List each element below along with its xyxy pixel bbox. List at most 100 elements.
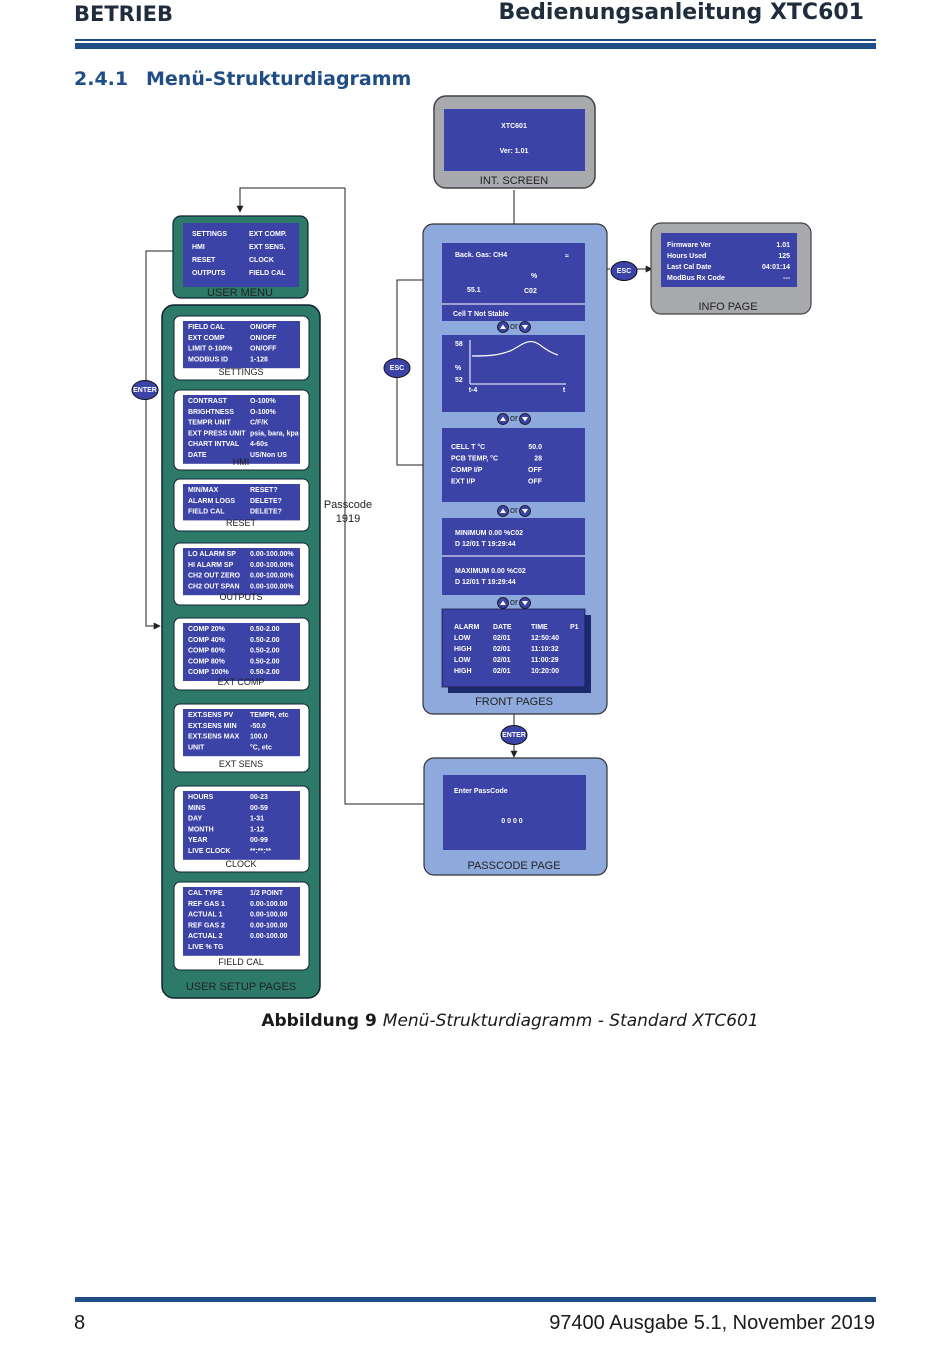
front-main-lcd xyxy=(442,243,585,321)
int-screen-label: INT. SCREEN xyxy=(480,175,549,187)
esc-button-front-label: ESC xyxy=(390,365,404,372)
alarm-cell: 11:00:29 xyxy=(531,657,559,664)
minmax-max-line1: MAXIMUM 0.00 %C02 xyxy=(455,568,526,575)
setup-page-label: SETTINGS xyxy=(218,367,263,377)
info-page-label: INFO PAGE xyxy=(698,301,757,313)
setup-row-label: UNIT xyxy=(188,744,205,751)
setup-row-value: 1-12 xyxy=(250,826,264,833)
setup-row-label: YEAR xyxy=(188,837,207,844)
header-rule-thin xyxy=(75,39,876,41)
info-row-value: --- xyxy=(783,275,791,282)
setup-row-label: COMP 100% xyxy=(188,669,229,676)
user-menu-lcd xyxy=(183,223,299,287)
setup-row-label: LIMIT 0-100% xyxy=(188,346,233,353)
alarm-cell: LOW xyxy=(454,635,471,642)
nav-1-down-icon xyxy=(522,325,528,330)
front-alarm-lcd xyxy=(441,608,586,688)
info-row-label: Firmware Ver xyxy=(667,242,711,249)
setup-row-value: 0.00-100.00% xyxy=(250,562,294,569)
passcode-note-line2: 1919 xyxy=(336,513,360,525)
setup-row-label: MINS xyxy=(188,805,206,812)
setup-page-label: RESET xyxy=(226,518,257,528)
setup-page-lcd-7 xyxy=(183,791,300,860)
chart-y-bottom: 52 xyxy=(455,377,463,384)
setup-row-label: LO ALARM SP xyxy=(188,551,236,558)
enter-button-left xyxy=(131,380,159,400)
setup-row-value: 0.50-2.00 xyxy=(250,669,280,676)
setup-row-label: DAY xyxy=(188,816,202,823)
header-section-label: BETRIEB xyxy=(74,2,174,26)
nav-3-or: or xyxy=(510,505,518,515)
enter-button-left-label: ENTER xyxy=(133,387,157,394)
setup-row-value: 00-23 xyxy=(250,794,268,801)
setup-page-lcd-2 xyxy=(183,395,300,464)
setup-page-label: OUTPUTS xyxy=(219,592,262,602)
int-screen-title: XTC601 xyxy=(501,123,527,130)
user-menu-item-2: EXT COMP. xyxy=(249,231,287,238)
front-diag-lcd xyxy=(442,428,585,502)
setup-row-label: EXT COMP xyxy=(188,335,225,342)
nav-2-or: or xyxy=(510,413,518,423)
setup-row-value: 100.0 xyxy=(250,734,268,741)
edition-info: 97400 Ausgabe 5.1, November 2019 xyxy=(549,1312,875,1334)
setup-page-label: HMI xyxy=(233,457,250,467)
setup-row-value: ON/OFF xyxy=(250,346,277,353)
setup-row-label: CH2 OUT SPAN xyxy=(188,583,240,590)
setup-row-label: EXT.SENS PV xyxy=(188,712,233,719)
setup-row-value: 0.00-100.00 xyxy=(250,933,287,940)
alarm-cell: 02/01 xyxy=(493,657,511,664)
diag-row-label: CELL T °C xyxy=(451,443,485,451)
alarm-header: P1 xyxy=(570,624,579,631)
chart-y-unit: % xyxy=(455,365,462,372)
figure-caption-label: Abbildung 9 xyxy=(261,1011,377,1031)
info-row-value: 125 xyxy=(778,253,790,260)
setup-row-label: COMP 40% xyxy=(188,637,226,644)
setup-row-value: TEMPR, etc xyxy=(250,712,289,719)
chart-y-top: 58 xyxy=(455,341,463,348)
enter-button-passcode-label: ENTER xyxy=(502,732,526,739)
front-unit-gas: C02 xyxy=(524,288,537,295)
alarm-cell: HIGH xyxy=(454,668,472,675)
setup-row-label: CONTRAST xyxy=(188,398,228,405)
setup-row-label: TEMPR UNIT xyxy=(188,420,232,427)
setup-row-value: O-100% xyxy=(250,409,276,416)
setup-page-label: EXT COMP xyxy=(218,677,265,687)
setup-row-value: 0.50-2.00 xyxy=(250,637,280,644)
figure-caption-text: Menü-Strukturdiagramm - Standard XTC601 xyxy=(382,1011,759,1031)
setup-row-label: BRIGHTNESS xyxy=(188,409,234,416)
header-document-title: Bedienungsanleitung XTC601 xyxy=(498,0,864,25)
connector-usermenu-to-setup xyxy=(145,250,174,630)
passcode-title: Enter PassCode xyxy=(454,788,508,795)
setup-row-value: 0.00-100.00% xyxy=(250,551,294,558)
diag-row-label: COMP I/P xyxy=(451,467,483,474)
footer-rule xyxy=(75,1297,876,1302)
alarm-cell: 02/01 xyxy=(493,668,511,675)
setup-row-value: 0.00-100.00% xyxy=(250,583,294,590)
setup-row-label: MONTH xyxy=(188,826,214,833)
user-menu-item-6: CLOCK xyxy=(249,257,274,264)
setup-row-label: MODBUS ID xyxy=(188,356,228,363)
info-row-label: ModBus Rx Code xyxy=(667,275,725,282)
esc-button-info-label: ESC xyxy=(617,268,631,275)
passcode-page-lcd xyxy=(443,775,586,850)
user-menu-label: USER MENU xyxy=(207,287,273,299)
setup-row-value: 00-59 xyxy=(250,805,268,812)
user-menu-item-3: HMI xyxy=(192,244,205,251)
front-gas-value: 55.1 xyxy=(467,287,481,294)
nav-4-up-icon xyxy=(500,600,506,605)
setup-row-label: REF GAS 2 xyxy=(188,922,225,929)
info-row-label: Hours Used xyxy=(667,253,706,260)
front-unit-percent: % xyxy=(531,273,538,280)
heater-icon: ≈ xyxy=(565,253,569,260)
setup-page-label: CLOCK xyxy=(225,859,256,869)
setup-row-label: ALARM LOGS xyxy=(188,498,235,505)
setup-row-label: CH2 OUT ZERO xyxy=(188,573,241,580)
setup-row-value: 1/2 POINT xyxy=(250,890,284,897)
esc-button-front xyxy=(383,358,411,378)
setup-row-value: 0.00-100.00 xyxy=(250,922,287,929)
setup-page-lcd-4 xyxy=(183,548,300,596)
user-setup-pages-label: USER SETUP PAGES xyxy=(186,981,296,993)
int-screen-version: Ver: 1.01 xyxy=(500,148,529,155)
passcode-page-label: PASSCODE PAGE xyxy=(467,860,560,872)
